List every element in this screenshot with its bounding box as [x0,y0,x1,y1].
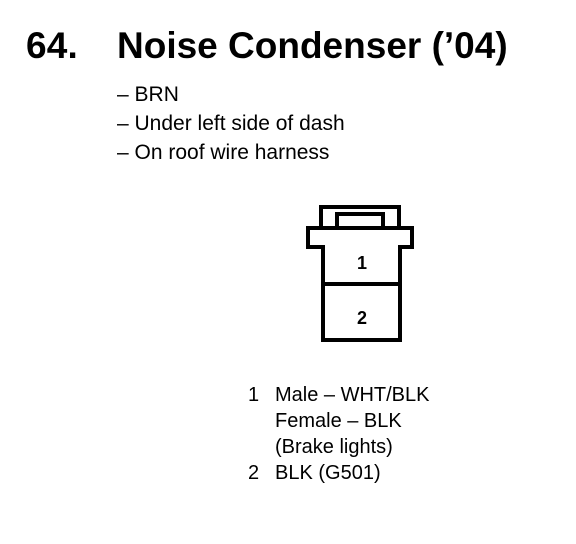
note-harness: On roof wire harness [117,138,345,167]
connector-latch-inner [335,212,385,228]
note-location: Under left side of dash [117,109,345,138]
component-name: Noise Condenser (’04) [117,25,508,66]
connector-diagram: 1 2 [306,205,414,342]
legend-text: Female – BLK [275,410,402,432]
connector-latch [319,205,401,228]
legend-text: Male – WHT/BLK [275,384,430,406]
section-number: 64. [26,25,79,66]
legend-row-2: 2 BLK (G501) [248,460,429,486]
legend-text: BLK (G501) [275,462,381,484]
pin-2-label: 2 [357,308,367,328]
pin-legend: 1 Male – WHT/BLK Female – BLK (Brake lig… [248,382,429,486]
legend-text: (Brake lights) [275,436,393,458]
pin-1-label: 1 [357,253,367,273]
legend-pin-number: 1 [248,384,260,406]
component-notes: BRN Under left side of dash On roof wire… [117,80,345,167]
legend-row-1: 1 Male – WHT/BLK Female – BLK (Brake lig… [248,382,429,460]
legend-pin-number: 2 [248,462,260,484]
connector-body [306,226,414,342]
note-color: BRN [117,80,345,109]
